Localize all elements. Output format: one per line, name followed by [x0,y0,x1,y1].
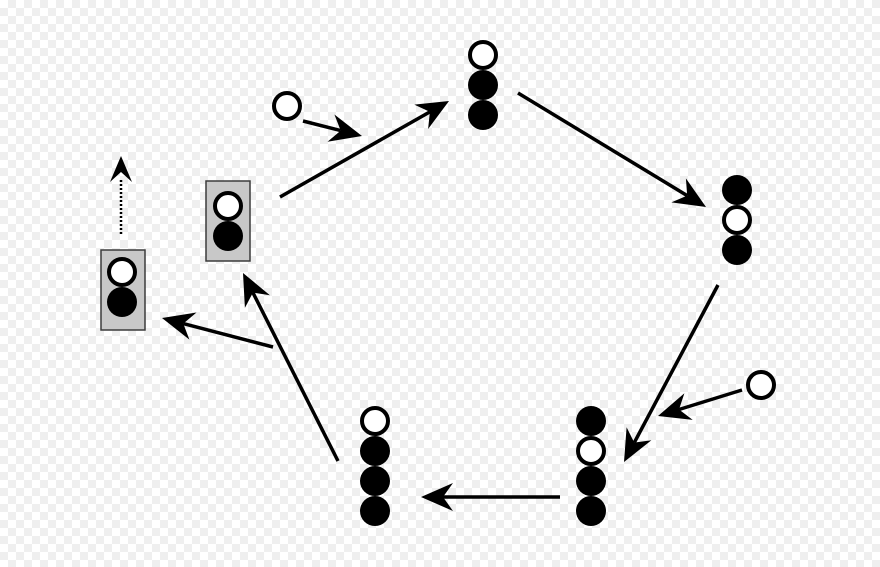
arrow-free-circle-in-right [658,388,743,420]
stack-lower-right-3-filled-circle-icon [576,496,606,526]
stack-lower-right-0-filled-circle-icon [576,406,606,436]
arrow-lower-right-to-lower-left [421,483,560,511]
stack-top-1-filled-circle-icon [468,70,498,100]
arrow-lower-left-to-left-box [243,273,340,462]
free-circle-right-hollow-circle-icon [746,370,776,400]
stack-lower-right-1-hollow-circle-icon [576,436,606,466]
stack-lower-left-0-hollow-circle-icon [360,406,390,436]
arrow-top-to-right-arrow-head-icon [671,178,706,207]
arrow-far-left-out-dotted-arrow-head-icon [110,156,132,182]
stack-right-2-filled-circle-icon [722,235,752,265]
stack-lower-left-1-filled-circle-icon [360,436,390,466]
free-circle-top-left-hollow-circle-icon [272,91,302,121]
arrow-free-circle-in-right-arrow-head-icon [658,393,693,420]
stack-right-1-hollow-circle-icon [722,205,752,235]
arrow-top-to-right-shaft [517,91,689,198]
arrow-top-to-right [517,91,706,207]
stack-right-0-filled-circle-icon [722,175,752,205]
arrow-right-to-lower-right [624,284,720,462]
arrow-split-to-far-left-box-arrow-head-icon [162,312,197,340]
arrow-left-box-to-top [279,101,449,199]
arrow-lower-left-to-left-box-shaft [251,291,340,462]
arrow-free-circle-in-right-shaft [678,388,743,412]
stack-far-left-boxed-0-hollow-circle-icon [107,257,137,287]
arrow-lower-right-to-lower-left-arrow-head-icon [421,483,453,511]
arrow-free-circle-in-top-arrow-head-icon [327,114,362,142]
arrow-right-to-lower-right-arrow-head-icon [624,427,652,462]
stack-lower-left-3-filled-circle-icon [360,496,390,526]
arrow-lower-left-to-left-box-arrow-head-icon [243,273,270,308]
arrow-split-to-far-left-box-shaft [182,321,274,349]
arrow-split-to-far-left-box [162,312,274,349]
arrow-free-circle-in-top-shaft [302,119,342,133]
arrow-left-box-to-top-shaft [279,110,431,199]
stack-lower-left-2-filled-circle-icon [360,466,390,496]
arrow-left-box-to-top-arrow-head-icon [414,101,449,129]
stack-lower-right-2-filled-circle-icon [576,466,606,496]
stack-left-boxed-1-filled-circle-icon [213,221,243,251]
arrow-far-left-out [110,156,132,234]
arrow-right-to-lower-right-shaft [632,284,720,444]
arrow-free-circle-in-top [302,114,362,142]
stack-left-boxed-0-hollow-circle-icon [213,191,243,221]
stack-top-2-filled-circle-icon [468,100,498,130]
stack-far-left-boxed-1-filled-circle-icon [107,287,137,317]
stack-top-0-hollow-circle-icon [468,40,498,70]
